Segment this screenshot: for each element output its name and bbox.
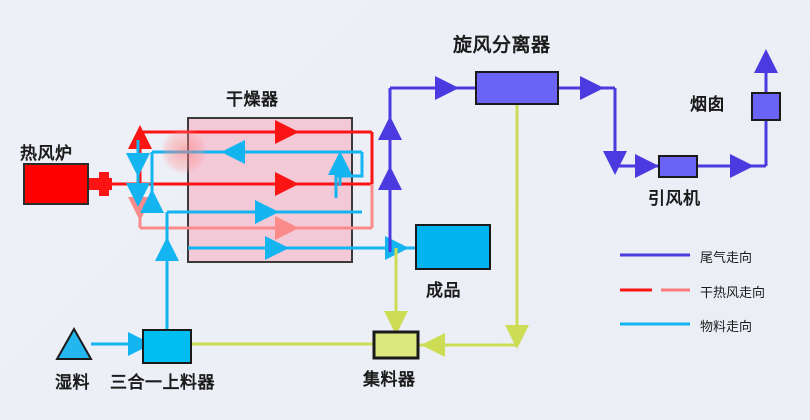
label-furnace: 热风炉 xyxy=(20,144,73,163)
label-fan: 引风机 xyxy=(648,189,701,208)
product-line-network xyxy=(191,104,529,357)
node-shapes xyxy=(23,71,781,364)
product-box xyxy=(415,224,491,270)
exhaust-network xyxy=(378,49,778,252)
legend-label-material: 物料走向 xyxy=(700,319,753,334)
label-cyclone: 旋风分离器 xyxy=(453,35,551,56)
legend-lines xyxy=(620,253,690,326)
label-product: 成品 xyxy=(426,281,461,300)
legend-label-hot-air: 干热风走向 xyxy=(700,285,766,300)
wet-material-triangle xyxy=(55,326,93,360)
label-wet-material: 湿料 xyxy=(55,373,90,392)
feeder-box xyxy=(142,329,192,364)
label-feeder: 三合一上料器 xyxy=(110,373,215,392)
label-dryer: 干燥器 xyxy=(226,90,279,109)
chimney-box xyxy=(751,92,781,121)
furnace-box xyxy=(23,163,89,205)
collector-box xyxy=(372,330,420,360)
dryer-body xyxy=(187,117,353,263)
label-collector: 集料器 xyxy=(363,370,416,389)
cyclone-box xyxy=(475,71,559,105)
legend-label-exhaust: 尾气走向 xyxy=(700,250,753,265)
label-chimney: 烟囱 xyxy=(690,95,725,114)
fan-box xyxy=(658,155,698,178)
